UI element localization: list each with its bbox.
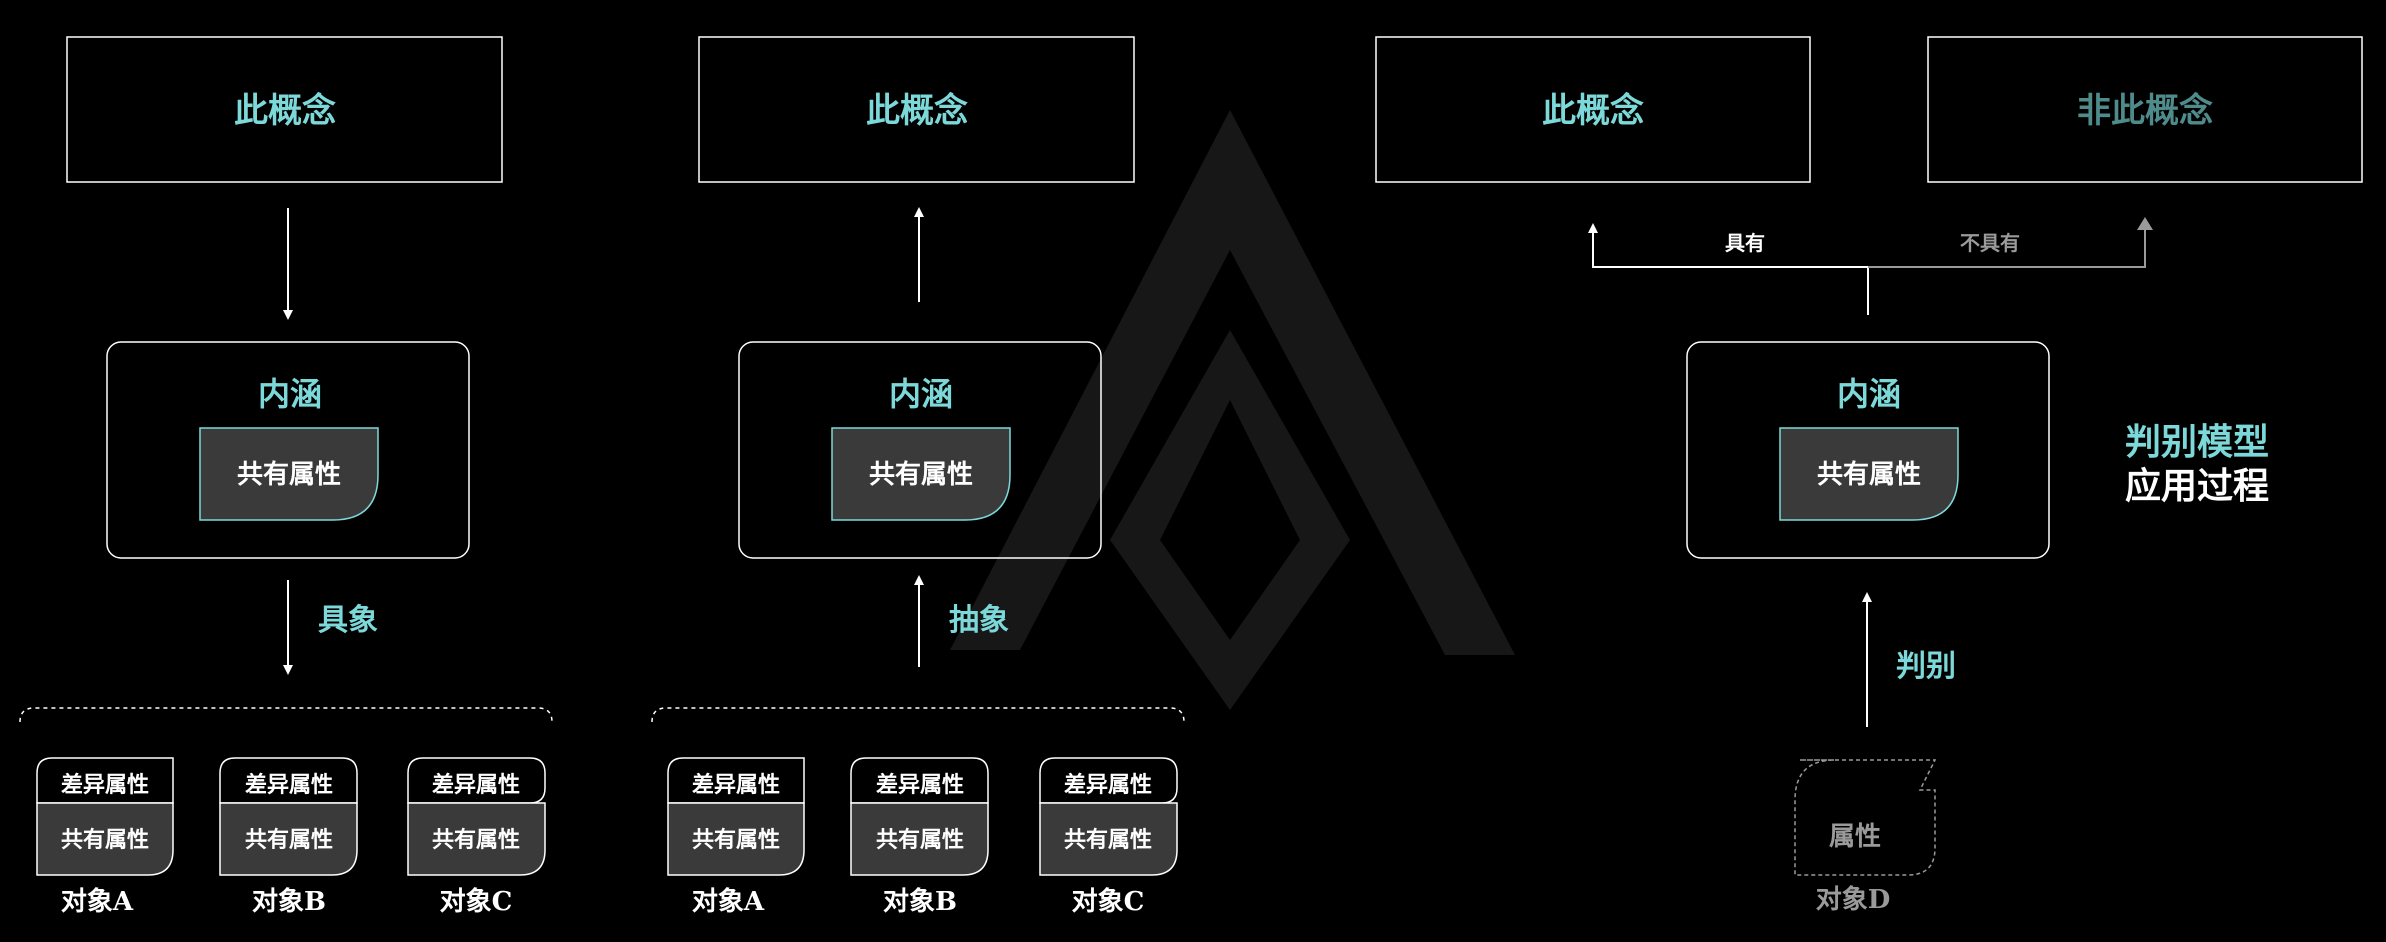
svg-text:差异属性: 差异属性 (432, 772, 520, 798)
svg-text:差异属性: 差异属性 (1064, 772, 1152, 798)
watermark-logo (950, 110, 1515, 710)
concept-label: 此概念 (866, 91, 968, 131)
not-has-label: 不具有 (1960, 231, 2020, 255)
shared-attribute-box (831, 427, 1011, 521)
objects-bracket (651, 707, 1185, 723)
svg-text:共有属性: 共有属性 (61, 827, 149, 853)
intension-box (106, 341, 470, 559)
branch-not-has (1868, 220, 2146, 268)
intension-box (1686, 341, 2050, 559)
intension-label: 内涵 (889, 375, 953, 413)
diagram-abstract: 此概念 内涵 共有属性 抽象 差异属性 共有属性 对象A 差异属性 共有属性 对… (651, 36, 1185, 917)
object-name: 对象B (883, 886, 957, 917)
svg-text:共有属性: 共有属性 (692, 827, 780, 853)
abstract-label: 抽象 (949, 603, 1009, 638)
objects-bracket (19, 707, 553, 723)
concept-label: 此概念 (234, 91, 336, 131)
model-title-line1: 判别模型 (2125, 421, 2269, 463)
intension-label: 内涵 (1837, 375, 1901, 413)
branch-has (1588, 223, 1868, 268)
object-card-a: 差异属性 共有属性 对象A (36, 757, 174, 917)
diagram-concretize: 此概念 内涵 共有属性 具象 差异属性 共有属性 对象A 差异属性 共有属性 对… (19, 36, 553, 917)
svg-text:共有属性: 共有属性 (245, 827, 333, 853)
diagram-discriminate: 此概念 非此概念 具有 不具有 内涵 共有属性 判别 属性 对象D 判别模型 应… (1375, 36, 2363, 915)
concretize-label: 具象 (318, 603, 378, 638)
shared-attribute-label: 共有属性 (237, 460, 341, 490)
non-concept-label: 非此概念 (2077, 91, 2213, 131)
intension-label: 内涵 (258, 375, 322, 413)
object-name: 对象A (61, 886, 134, 917)
model-title-line2: 应用过程 (2125, 465, 2269, 507)
svg-text:共有属性: 共有属性 (1064, 827, 1152, 853)
object-name: 对象A (692, 886, 765, 917)
svg-text:差异属性: 差异属性 (245, 772, 333, 798)
object-card-c: 差异属性 共有属性 对象C (407, 757, 546, 917)
concept-label: 此概念 (1542, 91, 1644, 131)
object-card-b: 差异属性 共有属性 对象B (850, 757, 989, 917)
concept-box (1375, 36, 1811, 183)
intension-box (738, 341, 1102, 559)
svg-text:差异属性: 差异属性 (692, 772, 780, 798)
object-name: 对象B (252, 886, 326, 917)
branch-not-has-arrowhead (2137, 217, 2153, 230)
object-card-a: 差异属性 共有属性 对象A (667, 757, 805, 917)
object-d-label: 对象D (1816, 884, 1891, 915)
attribute-label: 属性 (1829, 822, 1881, 852)
svg-text:共有属性: 共有属性 (432, 827, 520, 853)
shared-attribute-label: 共有属性 (869, 460, 973, 490)
concept-box (698, 36, 1135, 183)
concept-box (66, 36, 503, 183)
object-name: 对象C (440, 886, 513, 917)
svg-text:差异属性: 差异属性 (61, 772, 149, 798)
non-concept-box (1927, 36, 2363, 183)
object-card-c: 差异属性 共有属性 对象C (1039, 757, 1178, 917)
has-label: 具有 (1725, 231, 1765, 255)
attribute-shape (1794, 759, 1937, 876)
discriminate-label: 判别 (1896, 649, 1956, 684)
shared-attribute-box (1779, 427, 1959, 521)
shared-attribute-box (199, 427, 379, 521)
shared-attribute-label: 共有属性 (1817, 460, 1921, 490)
svg-text:差异属性: 差异属性 (876, 772, 964, 798)
svg-text:共有属性: 共有属性 (876, 827, 964, 853)
object-card-b: 差异属性 共有属性 对象B (219, 757, 358, 917)
object-name: 对象C (1072, 886, 1145, 917)
